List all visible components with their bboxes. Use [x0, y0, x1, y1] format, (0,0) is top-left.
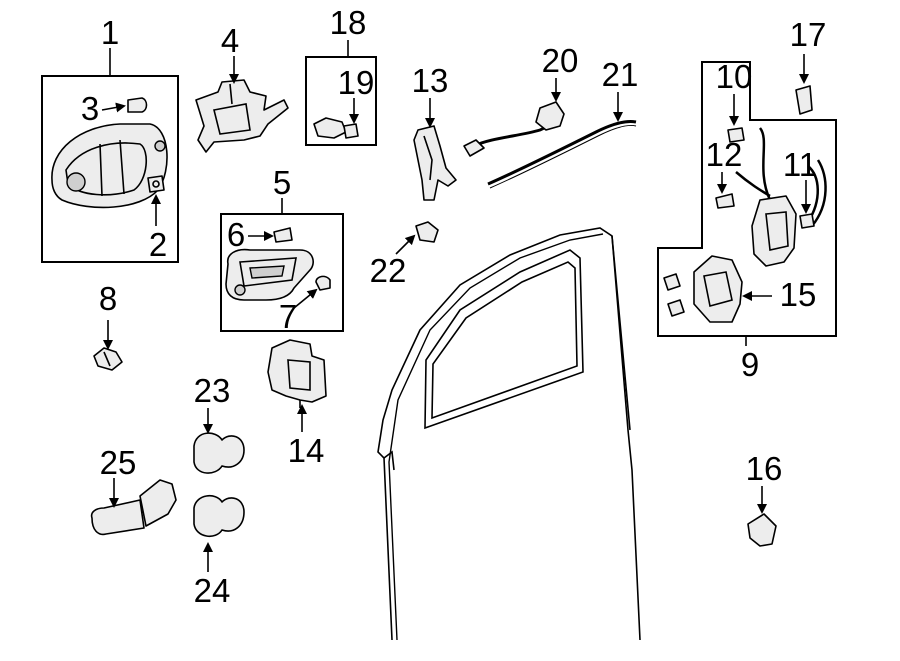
- label-25: 25: [100, 444, 137, 481]
- label-7: 7: [279, 298, 297, 335]
- label-12: 12: [706, 136, 743, 173]
- lock-cylinder-19: [313, 117, 359, 139]
- leader-lines: [101, 40, 811, 572]
- label-11: 11: [783, 146, 817, 183]
- door-check-14: [267, 339, 327, 408]
- label-5: 5: [273, 164, 291, 201]
- lock-switch-cable-20: [463, 101, 565, 157]
- label-15: 15: [780, 276, 817, 313]
- callout-labels: 1 2 3 4 5 6 7 8 9 10 11 12 13 14 15 16 1…: [81, 4, 827, 609]
- hinge-pin-25: [90, 479, 177, 536]
- label-8: 8: [99, 280, 117, 317]
- grommet-12: [715, 193, 735, 209]
- label-9: 9: [741, 346, 759, 383]
- label-1: 1: [101, 14, 119, 51]
- handle-clip-2: [147, 175, 165, 193]
- lock-knob-22: [415, 221, 439, 243]
- handle-screw-7: [315, 275, 331, 291]
- rod-clip-8: [93, 347, 123, 371]
- label-10: 10: [716, 58, 753, 95]
- door-striker-16: [747, 513, 777, 547]
- label-3: 3: [81, 90, 99, 127]
- lock-rod-21: [487, 120, 637, 189]
- front-door-shell: [377, 227, 641, 641]
- grommet-10: [727, 127, 745, 143]
- lock-bracket-13: [413, 125, 457, 201]
- label-19: 19: [338, 64, 375, 101]
- check-pad-23: [193, 432, 245, 474]
- handle-bracket: [195, 79, 289, 153]
- label-24: 24: [194, 572, 231, 609]
- inside-door-handle: [225, 248, 314, 301]
- check-pad-24: [193, 495, 245, 537]
- handle-cap-6: [273, 227, 293, 243]
- label-4: 4: [221, 22, 239, 59]
- door-lock-actuator-15: [663, 255, 743, 323]
- latch-assembly: [751, 195, 797, 267]
- label-14: 14: [288, 432, 325, 469]
- handle-bushing-3: [127, 97, 148, 113]
- label-13: 13: [412, 62, 449, 99]
- label-18: 18: [330, 4, 367, 41]
- outside-door-handle: [51, 123, 168, 209]
- group-box-latch-assembly: [657, 61, 837, 337]
- label-22: 22: [370, 252, 407, 289]
- label-23: 23: [194, 372, 231, 409]
- label-20: 20: [542, 42, 579, 79]
- label-17: 17: [790, 16, 827, 53]
- label-16: 16: [746, 450, 783, 487]
- group-box-lock-cylinder: [305, 56, 377, 146]
- rod-clip-17: [795, 85, 813, 115]
- label-2: 2: [149, 226, 167, 263]
- label-21: 21: [602, 56, 639, 93]
- clip-11: [799, 213, 815, 229]
- label-6: 6: [227, 216, 245, 253]
